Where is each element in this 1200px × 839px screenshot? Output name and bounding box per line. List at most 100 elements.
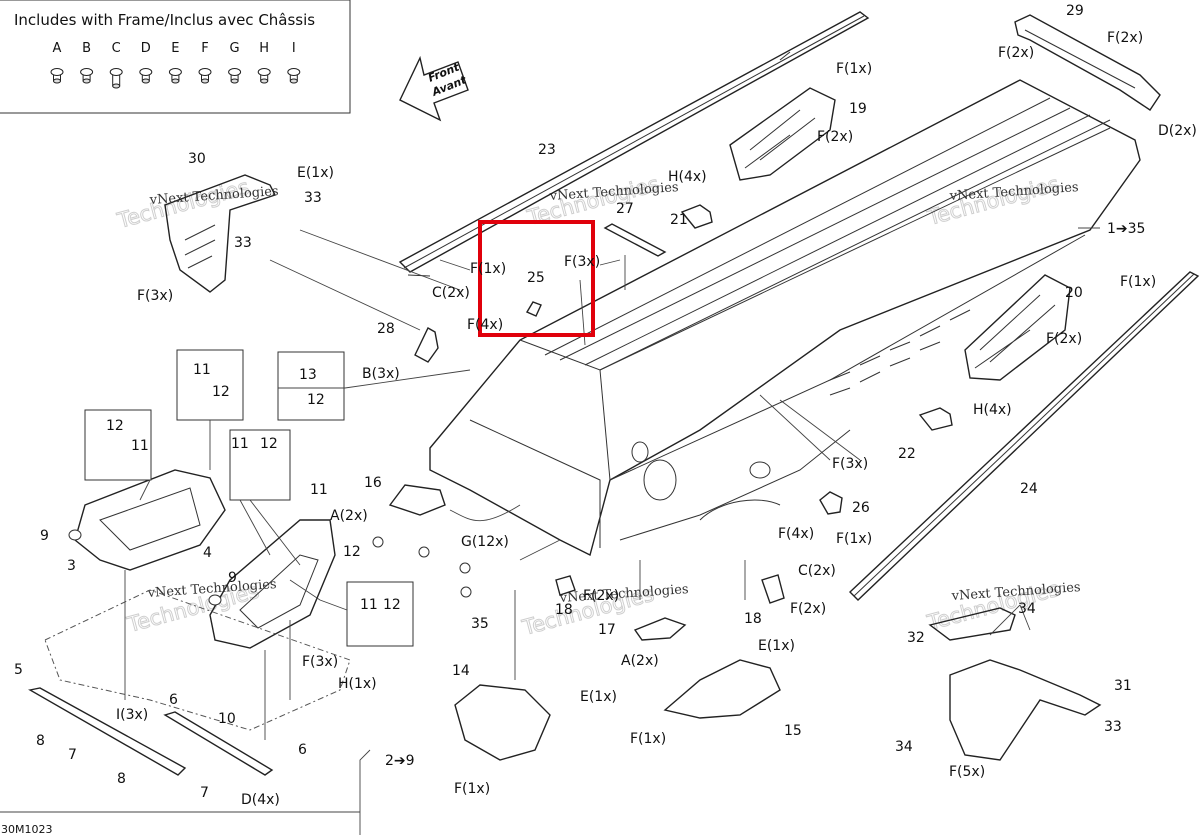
part-32	[928, 607, 1016, 641]
callout-19: 19	[849, 101, 867, 117]
callout-6-a: 6	[169, 692, 178, 708]
callout-14: 14	[452, 663, 470, 679]
leader-3	[239, 499, 301, 566]
washer-35-d	[460, 586, 472, 598]
callout-labels: 29 F(2x) F(2x) D(2x) F(1x) 19 F(2x) 23 H…	[14, 3, 1197, 808]
callout-12-a: 12	[307, 392, 325, 408]
leader-11	[519, 539, 561, 561]
callout-h4x-a: H(4x)	[668, 169, 707, 185]
running-board-right-shape	[848, 271, 1200, 601]
callout-13: 13	[299, 367, 317, 383]
fastener-icon-d	[139, 68, 153, 84]
part-18-right	[761, 574, 785, 604]
callout-a2x-a: A(2x)	[330, 508, 368, 524]
legend-letter-b: B	[82, 41, 91, 56]
leader-12	[514, 560, 746, 680]
callout-9-a: 9	[40, 528, 49, 544]
hardware-legend-box: Includes with Frame/Inclus avec Châssis …	[0, 0, 351, 114]
callout-d4x: D(4x)	[241, 792, 280, 808]
callout-d2x: D(2x)	[1158, 123, 1197, 139]
callout-f2x-d: F(2x)	[1046, 331, 1082, 347]
leader-13	[989, 604, 1031, 636]
skid-plate-10	[163, 711, 274, 776]
callout-e1x-b: E(1x)	[758, 638, 795, 654]
callout-f3x-c: F(3x)	[832, 456, 868, 472]
callout-18-a: 18	[555, 602, 573, 618]
bracket-30	[164, 174, 276, 293]
drawing-code: 30M1023	[1, 823, 52, 835]
callout-9-b: 9	[228, 570, 237, 586]
fastener-icon-g	[228, 68, 242, 84]
callout-11-b: 11	[131, 438, 149, 454]
tunnel-frame	[429, 79, 1141, 557]
bracket-21	[680, 204, 713, 229]
callout-35: 35	[471, 616, 489, 632]
hardware-box-12-11	[84, 409, 152, 481]
part-18-left	[555, 575, 576, 596]
leader-2-9	[359, 749, 371, 835]
callout-f3x-d: F(3x)	[302, 654, 338, 670]
leader-9	[759, 394, 861, 461]
tunnel-slots-row	[829, 309, 971, 381]
bushing-9-left	[68, 529, 82, 541]
fastener-icon-f	[198, 68, 212, 84]
callout-c2x-a: C(2x)	[432, 285, 470, 301]
callout-12-e: 12	[343, 544, 361, 560]
callout-32: 32	[907, 630, 925, 646]
callout-2-9: 2➔9	[385, 753, 415, 769]
bracket-20-detail	[974, 294, 1056, 369]
callout-33-c: 33	[1104, 719, 1122, 735]
callout-12-d: 12	[260, 436, 278, 452]
callout-23: 23	[538, 142, 556, 158]
callout-30: 30	[188, 151, 206, 167]
callout-g12x: G(12x)	[461, 534, 509, 550]
fastener-icon-e	[168, 68, 182, 84]
callout-12-f: 12	[383, 597, 401, 613]
bracket-30-detail	[184, 224, 216, 269]
callout-18-b: 18	[744, 611, 762, 627]
callout-f5x: F(5x)	[949, 764, 985, 780]
tunnel-corner-edge	[599, 369, 611, 481]
callout-f2x-c: F(2x)	[817, 129, 853, 145]
callout-h1x: H(1x)	[338, 676, 377, 692]
callout-a2x-b: A(2x)	[621, 653, 659, 669]
running-board-left-ridge	[403, 15, 865, 269]
callout-11-d: 11	[310, 482, 328, 498]
callout-29: 29	[1066, 3, 1084, 19]
front-subframe	[68, 469, 336, 649]
front-arrow-icon	[399, 55, 469, 122]
callout-4: 4	[203, 545, 212, 561]
fastener-icon-b	[80, 68, 94, 84]
legend-letter-g: G	[230, 41, 240, 56]
callout-31: 31	[1114, 678, 1132, 694]
tunnel-hole-3	[749, 461, 771, 479]
part-25	[525, 301, 542, 317]
subframe-4-opening	[239, 554, 319, 629]
callout-3: 3	[67, 558, 76, 574]
leader-14	[269, 229, 461, 331]
callout-8-a: 8	[36, 733, 45, 749]
tunnel-rail-1	[544, 97, 1051, 356]
washer-35-a	[372, 536, 384, 548]
legend-letter-a: A	[53, 41, 62, 56]
callout-34-a: 34	[1018, 601, 1036, 617]
bracket-19-detail	[744, 109, 816, 169]
callout-7-b: 7	[200, 785, 209, 801]
tunnel-rail-2	[559, 107, 1071, 361]
tunnel-slots-row-2	[829, 341, 941, 396]
callout-34-b: 34	[895, 739, 913, 755]
lower-frame-outline	[44, 589, 351, 731]
callout-24: 24	[1020, 481, 1038, 497]
callout-f2x-e: F(2x)	[583, 588, 619, 604]
bracket-19-shape	[729, 87, 836, 181]
callout-33-a: 33	[304, 190, 322, 206]
callout-17: 17	[598, 622, 616, 638]
rear-bumper-line	[1024, 29, 1136, 89]
leader-4	[139, 479, 151, 501]
callout-25: 25	[527, 270, 545, 286]
part-15	[663, 659, 781, 719]
fastener-icon-a	[50, 68, 64, 84]
watermark-group: Technologies vNext Technologies Technolo…	[114, 171, 1081, 640]
